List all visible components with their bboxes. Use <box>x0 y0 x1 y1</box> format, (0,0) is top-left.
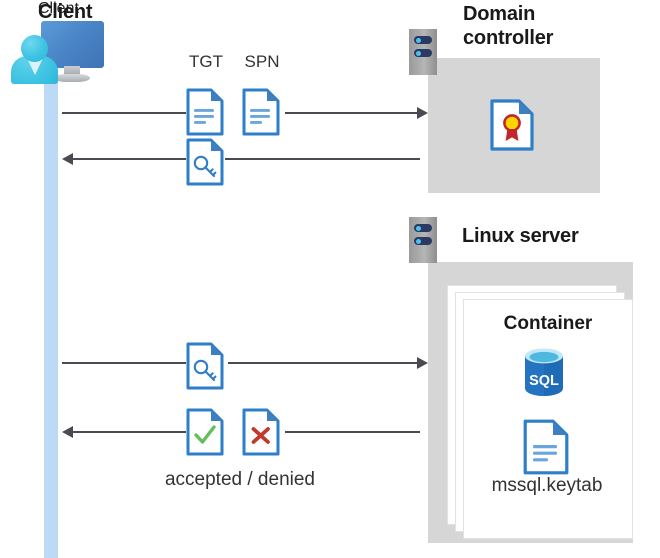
document-key-icon-request <box>186 342 224 390</box>
message-2-line-right <box>225 158 420 160</box>
container-title: Container <box>503 313 593 334</box>
spn-label: SPN <box>244 52 280 71</box>
linux-server-title: Linux server <box>462 225 579 247</box>
tgt-label: TGT <box>189 52 223 71</box>
sql-database-icon: SQL <box>521 347 567 397</box>
keytab-filename-label: mssql.keytab <box>491 475 603 496</box>
svg-text:SQL: SQL <box>529 373 559 389</box>
message-4-arrowhead <box>62 426 73 438</box>
certificate-document-icon <box>490 99 534 151</box>
server-rack-icon-linux <box>409 217 437 263</box>
document-lines-icon-keytab <box>523 419 569 475</box>
domain-controller-title-line2: controller <box>463 27 554 49</box>
person-head-icon <box>21 35 48 62</box>
message-2-arrowhead <box>62 153 73 165</box>
server-rack-icon-dc <box>409 29 437 75</box>
message-1-line-left <box>62 112 186 114</box>
container-card-front[interactable]: Container <box>463 299 633 539</box>
document-key-icon-ticket <box>186 138 224 186</box>
user-monitor-icon <box>0 0 120 95</box>
monitor-base-icon <box>54 74 90 82</box>
domain-controller-title-line1: Domain <box>463 3 536 25</box>
message-2-line-left <box>72 158 186 160</box>
message-4-line-right <box>285 431 420 433</box>
page-title: Client <box>38 1 93 23</box>
client-title: Client <box>38 0 79 17</box>
client-lifeline <box>44 62 58 558</box>
message-1-arrowhead <box>417 107 428 119</box>
message-3-line-left <box>62 362 186 364</box>
document-check-icon-accepted <box>186 408 224 456</box>
document-lines-icon-spn <box>242 88 280 136</box>
accepted-denied-label: accepted / denied <box>164 469 315 490</box>
message-3-arrowhead <box>417 357 428 369</box>
message-4-line-left <box>72 431 186 433</box>
message-1-line-right <box>285 112 418 114</box>
message-3-line-right <box>228 362 418 364</box>
document-lines-icon-tgt <box>186 88 224 136</box>
document-cross-icon-denied <box>242 408 280 456</box>
